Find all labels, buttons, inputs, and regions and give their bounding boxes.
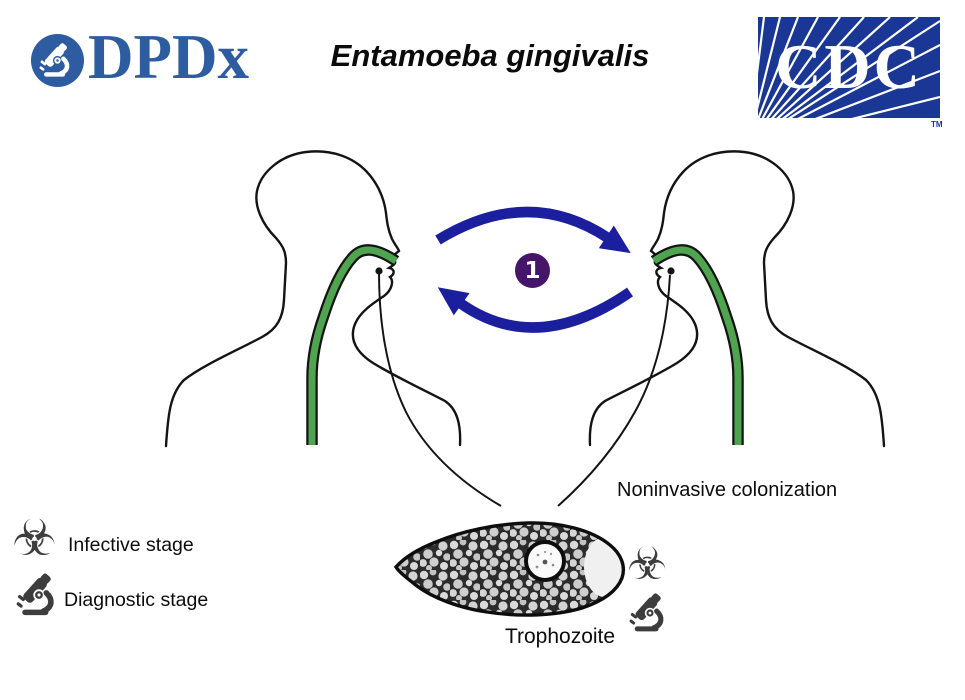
dpdx-logo: DPDx xyxy=(28,22,258,92)
step-1-badge: 1 xyxy=(515,253,550,288)
microscope-icon xyxy=(16,572,62,618)
cdc-trademark: TM xyxy=(931,120,943,129)
trophozoite-label: Trophozoite xyxy=(504,625,616,648)
dpdx-logo-circle xyxy=(31,34,84,87)
microscope-icon xyxy=(629,592,671,634)
cycle-arrow-top xyxy=(435,206,631,254)
hyaline-ectoplasm xyxy=(584,537,624,597)
cdc-logo: CDC xyxy=(758,17,940,118)
leader-line-right xyxy=(557,274,671,507)
step-1-number: 1 xyxy=(524,257,541,284)
biohazard-icon: ☣ xyxy=(12,509,57,567)
cdc-logo-rays xyxy=(758,17,940,118)
cdc-logo-text: CDC xyxy=(775,30,923,102)
diagnostic-stage-label: Diagnostic stage xyxy=(64,589,209,611)
leader-line-left xyxy=(378,271,502,507)
cycle-arrow-bottom xyxy=(437,287,633,333)
trophozoite-illustration xyxy=(393,521,626,617)
cycle-arrows xyxy=(435,206,633,333)
leader-lines xyxy=(378,271,671,507)
trophozoite-outline xyxy=(393,521,626,617)
nucleus xyxy=(524,540,566,582)
noninvasive-colonization-label: Noninvasive colonization xyxy=(617,479,838,501)
dpdx-logo-text: DPDx xyxy=(88,22,249,92)
page-title: Entamoeba gingivalis xyxy=(330,38,650,73)
infective-stage-label: Infective stage xyxy=(68,534,194,556)
biohazard-icon: ☣ xyxy=(627,537,668,590)
